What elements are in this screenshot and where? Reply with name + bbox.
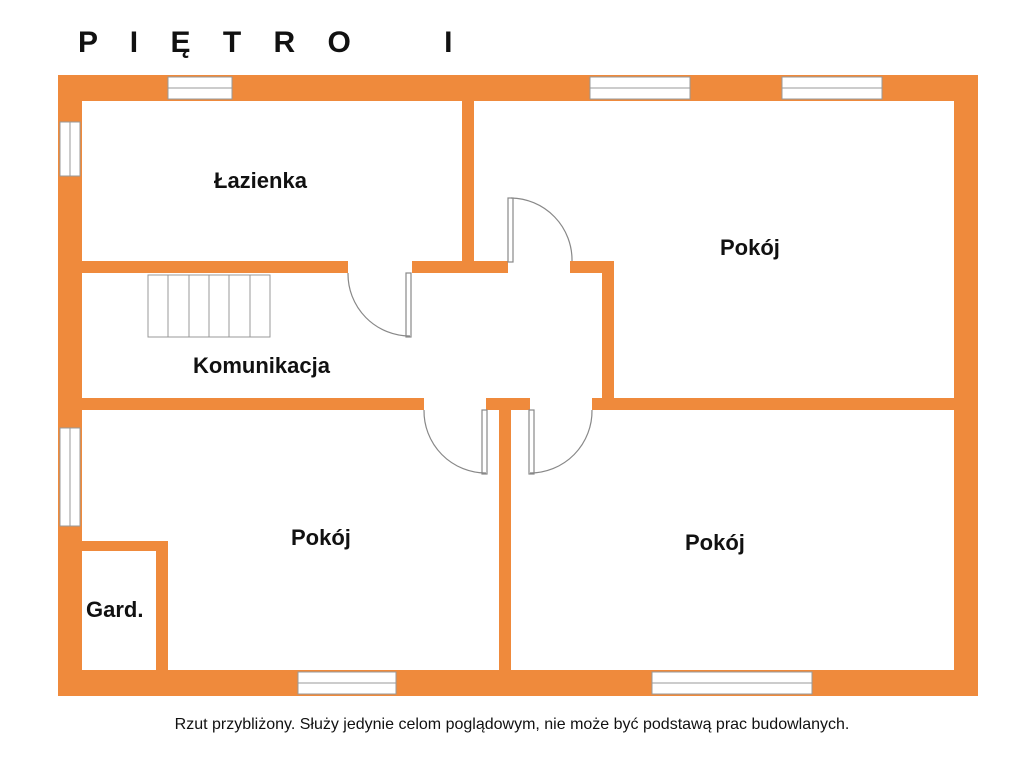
window-bottom-room-left [297,671,397,695]
room-label-bottom-right: Pokój [685,530,745,555]
door-room-bottom-left [423,409,488,475]
window-bottom-room-right [651,671,813,695]
outer-walls [58,75,978,696]
window-left-bathroom [59,121,81,177]
door-room-bottom-right [528,409,593,475]
doors [347,197,593,475]
disclaimer-footnote: Rzut przybliżony. Służy jedynie celom po… [174,716,850,733]
floor-title: P I Ę T R O I [78,26,465,59]
window-left-room [59,427,81,527]
door-bathroom [347,272,412,338]
room-label-hall: Komunikacja [193,353,330,378]
room-label-top-right: Pokój [720,235,780,260]
windows [59,76,883,695]
window-top-bathroom [167,76,233,100]
room-label-bottom-left: Pokój [291,525,351,550]
window-top-room-1 [589,76,691,100]
door-room-top-right [507,197,573,263]
window-top-room-2 [781,76,883,100]
stairs [147,274,271,338]
room-label-wardrobe: Gard. [86,597,144,622]
interior-walls [82,101,954,670]
room-label-bathroom: Łazienka [214,168,307,193]
